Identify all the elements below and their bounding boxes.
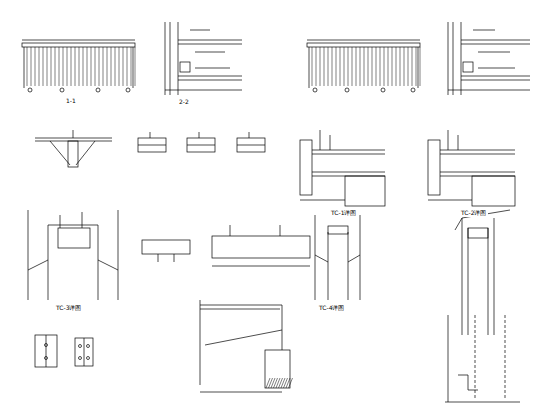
hatch-line [328, 47, 329, 86]
hatch-line [392, 47, 393, 86]
hatch-line [281, 378, 285, 388]
hatch-line [87, 47, 88, 86]
view-title: TC-1详图 [330, 210, 358, 217]
hatch-line [67, 47, 68, 86]
truss-node [35, 130, 112, 167]
section-1 [165, 22, 242, 95]
hatch-line [416, 47, 417, 86]
hatch-line [279, 378, 283, 388]
hatch-line [316, 47, 317, 86]
hatch-line [123, 47, 124, 86]
hatch-line [276, 378, 280, 388]
column-detail [28, 210, 118, 300]
hatch-line [266, 378, 270, 388]
hatch-line [43, 47, 44, 86]
plates [142, 225, 310, 266]
hatching [27, 47, 420, 388]
view-title: 1-1 [65, 98, 77, 105]
hatch-line [135, 47, 136, 86]
hatch-line [376, 47, 377, 86]
base-plate [35, 335, 93, 367]
hatch-line [344, 47, 345, 86]
hatch-line [99, 47, 100, 86]
hatch-line [111, 47, 112, 86]
hatch-line [59, 47, 60, 86]
hatch-line [380, 47, 381, 86]
hatch-line [91, 47, 92, 86]
hatch-line [83, 47, 84, 86]
elevation-2 [307, 40, 420, 92]
connection-detail-1 [300, 130, 385, 206]
hatch-line [47, 47, 48, 86]
hatch-line [404, 47, 405, 86]
cantilever-bracket [200, 300, 290, 392]
hatch-line [115, 47, 116, 86]
hatch-line [274, 378, 278, 388]
roof-column [455, 210, 510, 335]
hatch-line [103, 47, 104, 86]
section-2 [448, 22, 530, 95]
view-title: TC-4详图 [318, 305, 346, 312]
hatch-line [39, 47, 40, 86]
hatch-line [27, 47, 28, 86]
hatch-line [396, 47, 397, 86]
hatch-line [79, 47, 80, 86]
hatch-line [127, 47, 128, 86]
hatch-line [412, 47, 413, 86]
small-sections [138, 132, 265, 152]
column-detail-2 [315, 215, 360, 300]
hatch-line [356, 47, 357, 86]
hatch-line [400, 47, 401, 86]
view-title: TC-3详图 [55, 305, 83, 312]
hatch-line [51, 47, 52, 86]
hatch-line [63, 47, 64, 86]
hatch-line [35, 47, 36, 86]
hatch-line [408, 47, 409, 86]
hatch-line [336, 47, 337, 86]
hatch-line [420, 47, 421, 86]
hatch-line [388, 47, 389, 86]
hatch-line [360, 47, 361, 86]
view-title: TC-2详图 [460, 210, 488, 217]
hatch-line [107, 47, 108, 86]
hatch-line [284, 378, 288, 388]
hatch-line [31, 47, 32, 86]
hatch-line [352, 47, 353, 86]
hatch-line [372, 47, 373, 86]
hatch-line [286, 378, 290, 388]
wall-elevation [445, 315, 520, 402]
view-title: 2-2 [178, 99, 190, 106]
hatch-line [384, 47, 385, 86]
hatch-line [320, 47, 321, 86]
hatch-line [312, 47, 313, 86]
hatch-line [289, 378, 293, 388]
hatch-line [131, 47, 132, 86]
hatch-line [340, 47, 341, 86]
connection-detail-2 [428, 130, 515, 206]
hatch-line [55, 47, 56, 86]
hatch-line [269, 378, 273, 388]
hatch-line [348, 47, 349, 86]
hatch-line [95, 47, 96, 86]
hatch-line [324, 47, 325, 86]
hatch-line [332, 47, 333, 86]
hatch-line [271, 378, 275, 388]
hatch-line [368, 47, 369, 86]
elevation-1 [22, 40, 135, 92]
hatch-line [75, 47, 76, 86]
hatch-line [364, 47, 365, 86]
hatch-line [71, 47, 72, 86]
hatch-line [119, 47, 120, 86]
